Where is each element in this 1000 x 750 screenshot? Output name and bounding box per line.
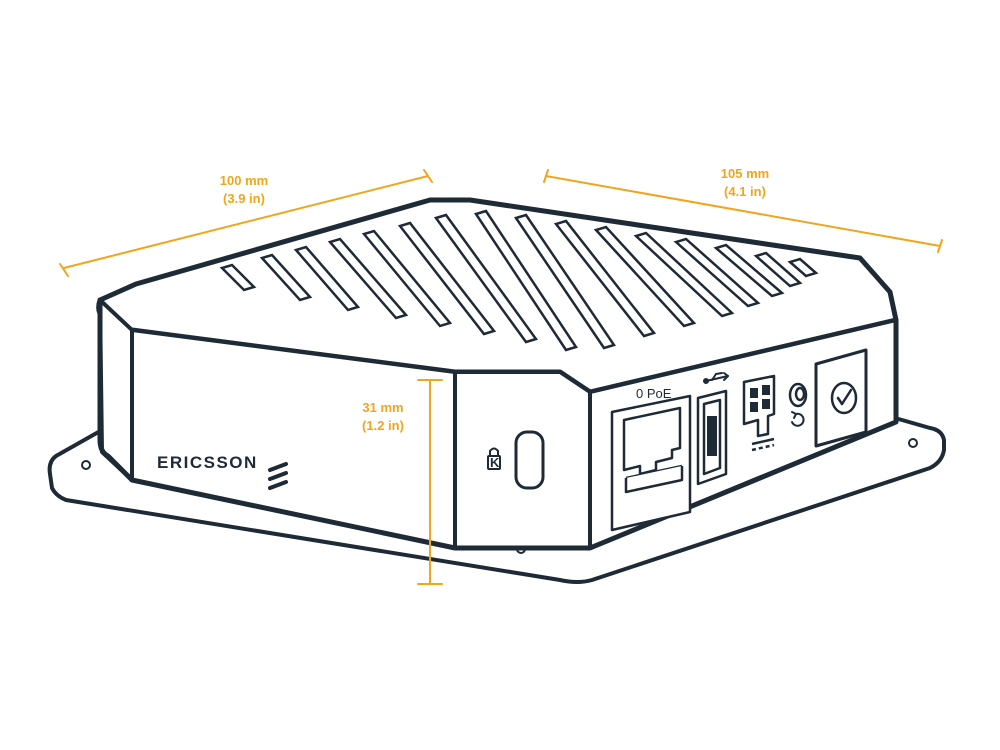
vent-slot	[219, 263, 257, 292]
vent-slot	[553, 219, 657, 338]
reset-icon	[791, 411, 805, 427]
vent-slot	[633, 231, 735, 318]
brand-name: ERICSSON	[157, 453, 258, 472]
dimension-height-in: (1.2 in)	[362, 418, 404, 433]
dimension-height-mm: 31 mm	[362, 400, 403, 415]
vent-slot	[787, 257, 819, 278]
ericsson-logo-icon	[268, 462, 288, 490]
lock-slot	[514, 430, 545, 490]
ethernet-port	[610, 394, 692, 532]
dimension-depth	[543, 169, 943, 253]
kensington-lock-icon: K	[487, 447, 501, 470]
vent-slot	[713, 243, 785, 298]
dimension-width-in: (3.9 in)	[223, 191, 265, 206]
vent-slot	[514, 213, 616, 350]
dimension-width	[59, 169, 433, 277]
vent-slot	[397, 221, 497, 336]
status-button	[814, 348, 868, 448]
vent-slot	[673, 237, 761, 308]
dimension-width-mm: 100 mm	[220, 173, 268, 188]
dimension-depth-mm: 105 mm	[721, 166, 769, 181]
vent-slot	[361, 229, 453, 328]
vent-slots	[219, 209, 819, 352]
vent-slot	[753, 251, 803, 288]
vent-slot	[293, 245, 361, 312]
dimension-depth-in: (4.1 in)	[724, 184, 766, 199]
vent-slot	[327, 237, 409, 320]
dimension-height	[417, 379, 443, 585]
power-connector-icon	[742, 374, 776, 452]
usb-icon	[703, 372, 729, 384]
usb-port	[696, 389, 728, 486]
svg-text:K: K	[490, 455, 500, 470]
ethernet-port-label: 0 PoE	[636, 386, 672, 401]
body-outline	[97, 297, 899, 551]
vent-slot	[474, 209, 578, 352]
reset-button	[788, 382, 808, 408]
vent-slot	[433, 213, 539, 344]
vent-slot	[593, 225, 697, 328]
vent-slot	[259, 253, 313, 302]
checkmark-icon	[830, 381, 858, 415]
